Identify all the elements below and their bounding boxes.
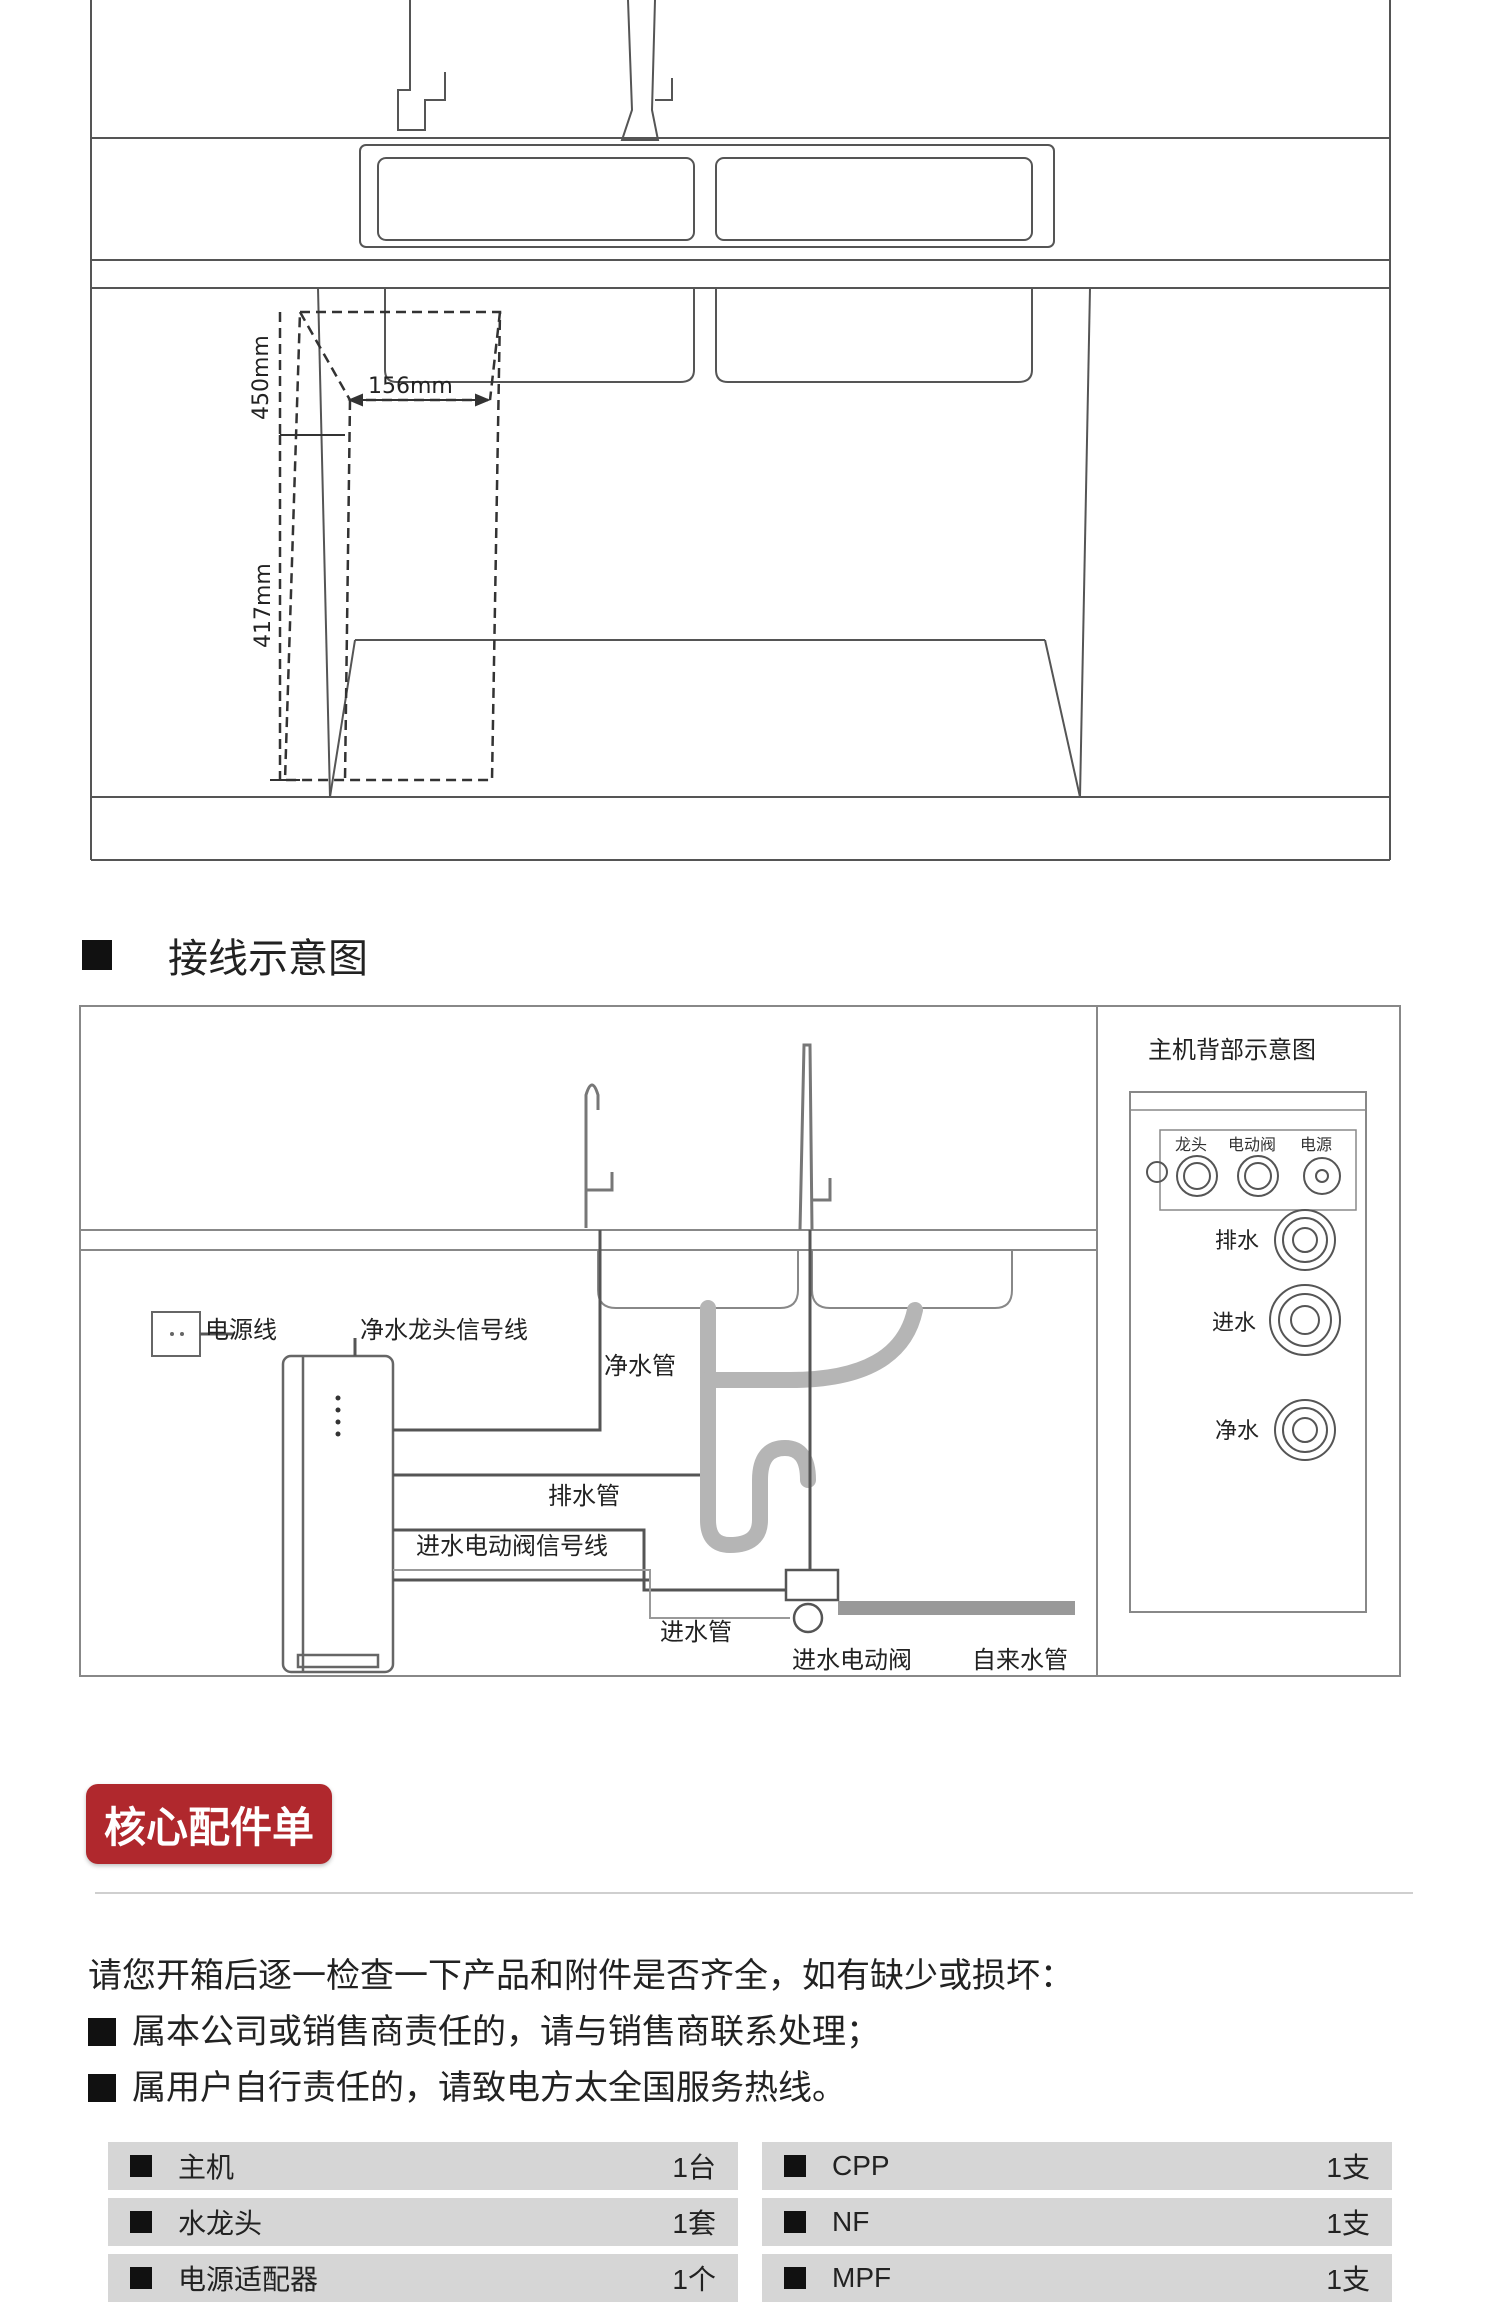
dim-height-top-label: 450mm: [249, 335, 274, 420]
label-faucet-signal-wire: 净水龙头信号线: [360, 1316, 528, 1344]
list-item: 主机 1台: [108, 2142, 738, 2190]
square-bullet-icon: [130, 2155, 152, 2177]
cabinet-dimension-diagram: 156mm 450mm 417mm: [90, 0, 1391, 861]
intro-line-1: 请您开箱后逐一检查一下产品和附件是否齐全，如有缺少或损坏：: [88, 1957, 1074, 1995]
accessories-badge: 核心配件单: [86, 1784, 332, 1864]
square-bullet-icon: [88, 2074, 116, 2102]
back-panel-port-faucet: 龙头: [1175, 1135, 1207, 1154]
back-panel-title: 主机背部示意图: [1148, 1036, 1316, 1064]
label-pure-water-pipe: 净水管: [604, 1352, 676, 1380]
list-item: CPP 1支: [762, 2142, 1392, 2190]
parts-list-right: CPP 1支 NF 1支 MPF 1支: [762, 2142, 1392, 2310]
square-bullet-icon: [88, 2018, 116, 2046]
back-panel-port-pure: 净水: [1215, 1419, 1259, 1444]
back-panel-port-valve: 电动阀: [1228, 1135, 1276, 1154]
list-item: 电源适配器 1个: [108, 2254, 738, 2302]
square-bullet-icon: [130, 2211, 152, 2233]
intro-line-3: 属用户自行责任的，请致电方太全国服务热线。: [88, 2060, 846, 2109]
label-tap-water-pipe: 自来水管: [972, 1646, 1068, 1674]
label-drain-pipe: 排水管: [548, 1482, 620, 1510]
list-item: 水龙头 1套: [108, 2198, 738, 2246]
intro-line-2: 属本公司或销售商责任的，请与销售商联系处理；: [88, 2004, 880, 2053]
dim-height-main-label: 417mm: [251, 563, 276, 648]
square-bullet-icon: [784, 2155, 806, 2177]
label-inlet-pipe: 进水管: [660, 1618, 732, 1646]
divider-line: [95, 1892, 1413, 1894]
back-panel-port-drain: 排水: [1215, 1229, 1259, 1254]
back-panel-port-power: 电源: [1300, 1135, 1332, 1154]
label-power-cord: 电源线: [205, 1316, 277, 1344]
wiring-diagram: 电源线 净水龙头信号线 净水管 排水管 进水电动阀信号线 进水管 进水电动阀 自…: [79, 1005, 1401, 1677]
square-bullet-icon: [82, 940, 112, 970]
square-bullet-icon: [130, 2267, 152, 2289]
label-inlet-solenoid-valve: 进水电动阀: [792, 1646, 912, 1674]
square-bullet-icon: [784, 2211, 806, 2233]
back-panel-port-inlet: 进水: [1212, 1311, 1256, 1336]
parts-list-left: 主机 1台 水龙头 1套 电源适配器 1个: [108, 2142, 738, 2310]
section-title-wiring: 接线示意图: [82, 925, 368, 985]
label-inlet-valve-signal-wire: 进水电动阀信号线: [416, 1532, 608, 1560]
dim-width-label: 156mm: [368, 374, 453, 399]
square-bullet-icon: [784, 2267, 806, 2289]
list-item: MPF 1支: [762, 2254, 1392, 2302]
list-item: NF 1支: [762, 2198, 1392, 2246]
